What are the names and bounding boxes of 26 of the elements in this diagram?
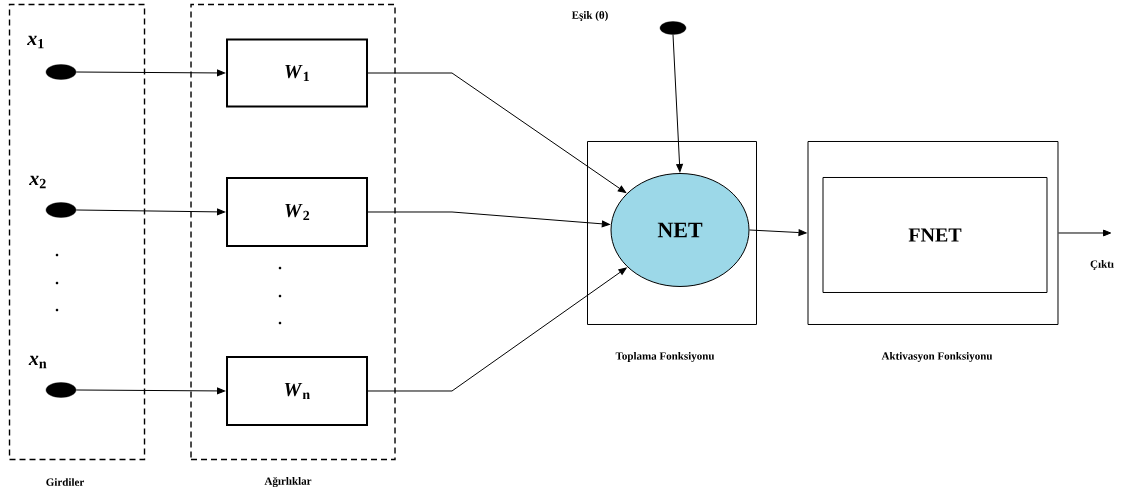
input-dot (45, 64, 77, 80)
arrow (672, 34, 683, 173)
node-label: Toplama Fonksiyonu (615, 352, 715, 362)
input-label: x$_{n}$ (28, 355, 47, 369)
input-label: x$_{1}$ (27, 35, 44, 49)
arrow (367, 267, 627, 392)
input-dot (45, 382, 77, 398)
weight-box: W$_{1}$ (226, 38, 368, 108)
arrow (75, 208, 226, 216)
edge-label: Çıktı (1090, 260, 1114, 270)
arrow (367, 72, 627, 194)
arrow (749, 229, 807, 236)
weight-box: W$_{n}$ (226, 356, 368, 426)
fnet-box: FNET (822, 177, 1048, 293)
node-label: Ağırlıklar (264, 476, 312, 488)
node-label: Girdiler (46, 478, 85, 486)
input-dot (45, 202, 77, 218)
weight-box: W$_{2}$ (226, 177, 368, 247)
arrow (1058, 229, 1112, 237)
node-label: Aktivasyon Fonksiyonu (881, 352, 993, 362)
arrow (367, 211, 610, 228)
input-label: x$_{2}$ (29, 175, 46, 189)
threshold-label: Eşik (θ) (571, 11, 608, 21)
arrow (75, 387, 226, 395)
threshold-dot (659, 21, 687, 35)
arrow (75, 69, 226, 77)
